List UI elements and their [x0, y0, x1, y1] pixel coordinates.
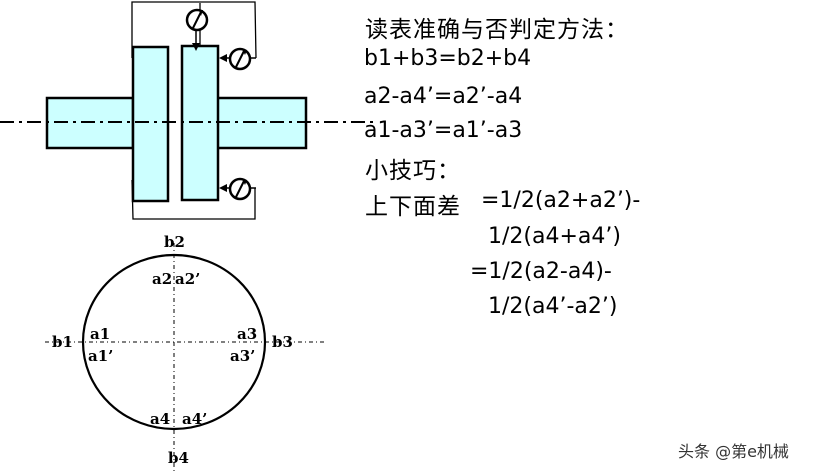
rule-b-sum: b1+b3=b2+b4: [364, 46, 532, 71]
label-b2: b2: [164, 233, 185, 251]
formula-line-2: 1/2(a4+a4’): [488, 224, 621, 249]
heading-text: 读表准确与否判定方法：: [365, 17, 629, 43]
formula-line-1: =1/2(a2+a2’)-: [481, 188, 641, 213]
label-a1-prime: a1’: [88, 347, 114, 365]
label-a1: a1: [90, 325, 111, 343]
label-a4: a4: [150, 410, 171, 428]
rule-a1-a3: a1-a3’=a1’-a3: [364, 118, 523, 143]
dial-indicator-right-lower-icon: [219, 177, 256, 201]
rule-a2-a4: a2-a4’=a2’-a4: [364, 84, 523, 109]
formula-line-4: 1/2(a4’-a2’): [488, 294, 618, 319]
label-a3-prime: a3’: [230, 347, 256, 365]
left-coupling-half: [131, 45, 170, 203]
watermark: 头条 @第e机械: [678, 442, 789, 461]
label-a2-prime: a2’: [175, 270, 201, 288]
formula-line-3: =1/2(a2-a4)-: [470, 259, 612, 284]
label-b3: b3: [272, 333, 293, 351]
tips-heading: 小技巧：: [365, 158, 461, 184]
label-a3: a3: [237, 325, 258, 343]
label-b1: b1: [52, 333, 73, 351]
right-shaft: [215, 96, 308, 150]
label-b4: b4: [168, 449, 189, 467]
label-a2: a2: [152, 270, 173, 288]
formula-prefix: 上下面差: [365, 194, 461, 220]
dial-indicator-top-icon: [185, 8, 209, 51]
label-a4-prime: a4’: [182, 410, 208, 428]
dial-indicator-right-upper-icon: [219, 47, 256, 71]
reading-circle: [45, 243, 325, 473]
